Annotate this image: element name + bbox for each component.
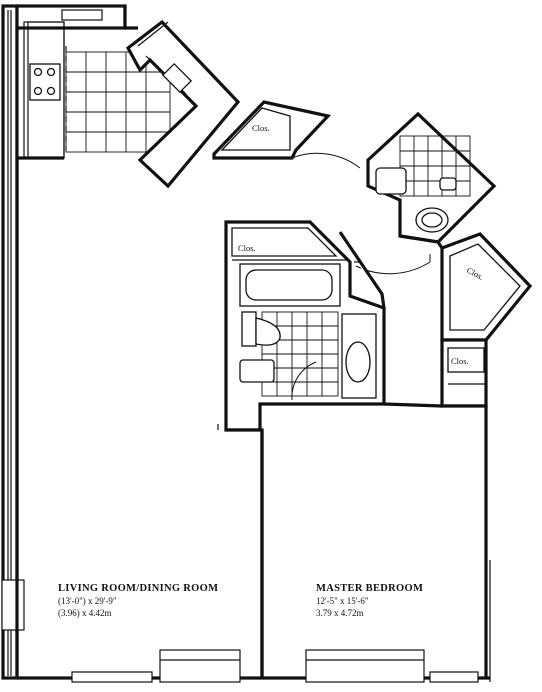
left-exterior-wall (1, 4, 19, 680)
master-bedroom-dim-metric: 3.79 x 4.72m (316, 608, 364, 618)
powder-toilet-icon (415, 177, 457, 233)
master-bedroom-dim-imperial: 12'-5" x 15'-6" (316, 596, 369, 606)
left-window (1, 579, 25, 631)
living-room-dim-metric: (3.96) x 4.42m (58, 608, 112, 618)
corridor-wall-lower (399, 234, 444, 249)
closet-label-entry: Clos. (252, 123, 270, 133)
kitchen-counter (125, 19, 241, 189)
entry-door (291, 152, 361, 169)
entry-closet: Clos. (212, 100, 332, 160)
top-wall (15, 4, 127, 30)
bath-sink-icon (341, 313, 377, 399)
range-stove-icon (29, 63, 61, 101)
living-room-name: LIVING ROOM/DINING ROOM (58, 583, 218, 594)
kitchen (15, 6, 241, 189)
bedroom-closet-lower: Clos. (440, 338, 488, 408)
bath-toilet-icon (241, 311, 281, 347)
closet-label-bath: Clos. (238, 243, 256, 253)
bath-vanity (239, 359, 275, 383)
powder-vanity (375, 167, 407, 195)
bedroom-windows (305, 649, 479, 683)
kitchen-sink (161, 62, 193, 94)
bathtub-icon (239, 263, 341, 307)
master-bedroom (260, 402, 488, 678)
living-windows (71, 649, 241, 683)
bedroom-closet-upper: Clos. (440, 232, 533, 342)
living-room-dim-imperial: (13'-0") x 29'-9" (58, 596, 117, 606)
master-bedroom-name: MASTER BEDROOM (316, 583, 423, 594)
kitchen-tile-grid (65, 51, 171, 153)
master-bath: Clos. (224, 220, 386, 432)
closet-label-lower: Clos. (451, 356, 469, 366)
powder-room (366, 111, 497, 244)
corridor-wall-upper (338, 231, 386, 309)
